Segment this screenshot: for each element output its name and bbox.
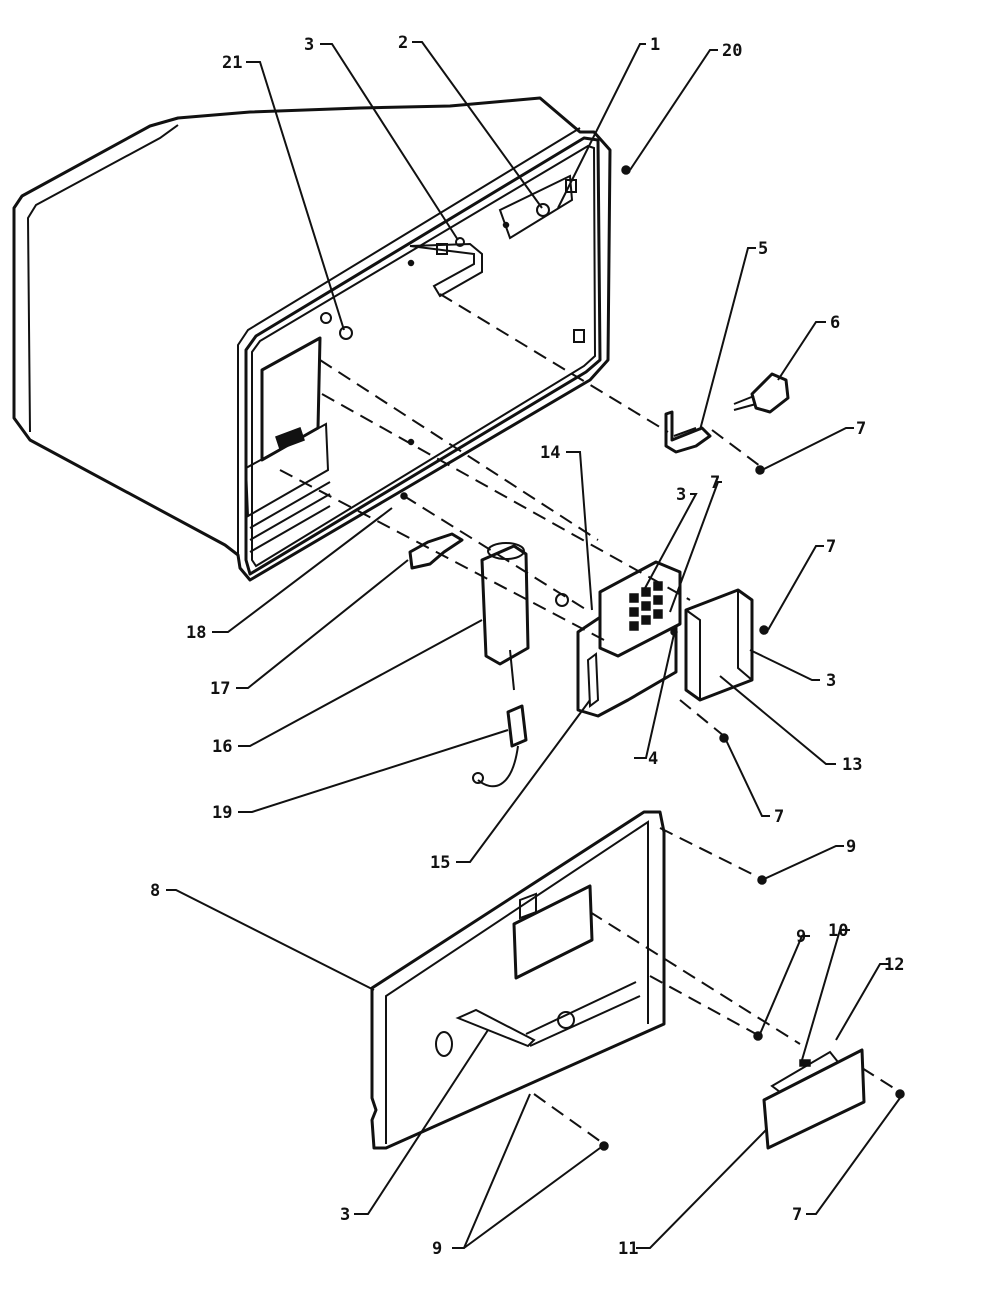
callout-8: 8 (150, 881, 160, 901)
front-panel-part-8 (370, 810, 666, 1150)
keypad-part-14 (598, 560, 682, 658)
callout-21: 21 (222, 53, 242, 73)
screw-9 (599, 1141, 609, 1151)
callout-3: 3 (676, 485, 686, 505)
callout-14: 14 (540, 443, 560, 463)
callout-17: 17 (210, 679, 230, 699)
washer (555, 593, 569, 607)
callout-labels: 21 3 2 1 20 5 6 7 14 3 7 7 3 13 4 7 18 1… (150, 33, 904, 1259)
callout-7: 7 (856, 419, 866, 439)
screw-20 (621, 165, 631, 175)
fasteners (400, 165, 905, 1151)
callout-3: 3 (826, 671, 836, 691)
module-part-13 (684, 588, 754, 702)
cabinet-housing (12, 96, 612, 582)
cylinder-part-16 (480, 542, 530, 691)
callout-19: 19 (212, 803, 232, 823)
callout-10: 10 (828, 921, 848, 941)
callout-12: 12 (884, 955, 904, 975)
callout-16: 16 (212, 737, 232, 757)
callout-13: 13 (842, 755, 862, 775)
callout-20: 20 (722, 41, 742, 61)
callout-9: 9 (432, 1239, 442, 1259)
callout-4: 4 (648, 749, 658, 769)
screw-7 (895, 1089, 905, 1099)
leader-lines (166, 41, 901, 1249)
callout-2: 2 (398, 33, 408, 53)
callout-9: 9 (796, 927, 806, 947)
callout-6: 6 (830, 313, 840, 333)
callout-3: 3 (340, 1205, 350, 1225)
screw-18 (400, 492, 408, 500)
plug-part-6 (733, 372, 790, 414)
callout-18: 18 (186, 623, 206, 643)
sensor-part-19 (472, 704, 528, 788)
bracket-part-5 (664, 410, 712, 454)
callout-5: 5 (758, 239, 768, 259)
callout-7: 7 (792, 1205, 802, 1225)
callout-11: 11 (618, 1239, 638, 1259)
callout-7: 7 (774, 807, 784, 827)
callout-1: 1 (650, 35, 660, 55)
callout-3: 3 (304, 35, 314, 55)
callout-9: 9 (846, 837, 856, 857)
callout-7: 7 (710, 473, 720, 493)
small-panel-part-11 (762, 1048, 866, 1150)
screw-7 (759, 625, 769, 635)
callout-15: 15 (430, 853, 450, 873)
bracket-part-17 (408, 532, 464, 570)
callout-7: 7 (826, 537, 836, 557)
